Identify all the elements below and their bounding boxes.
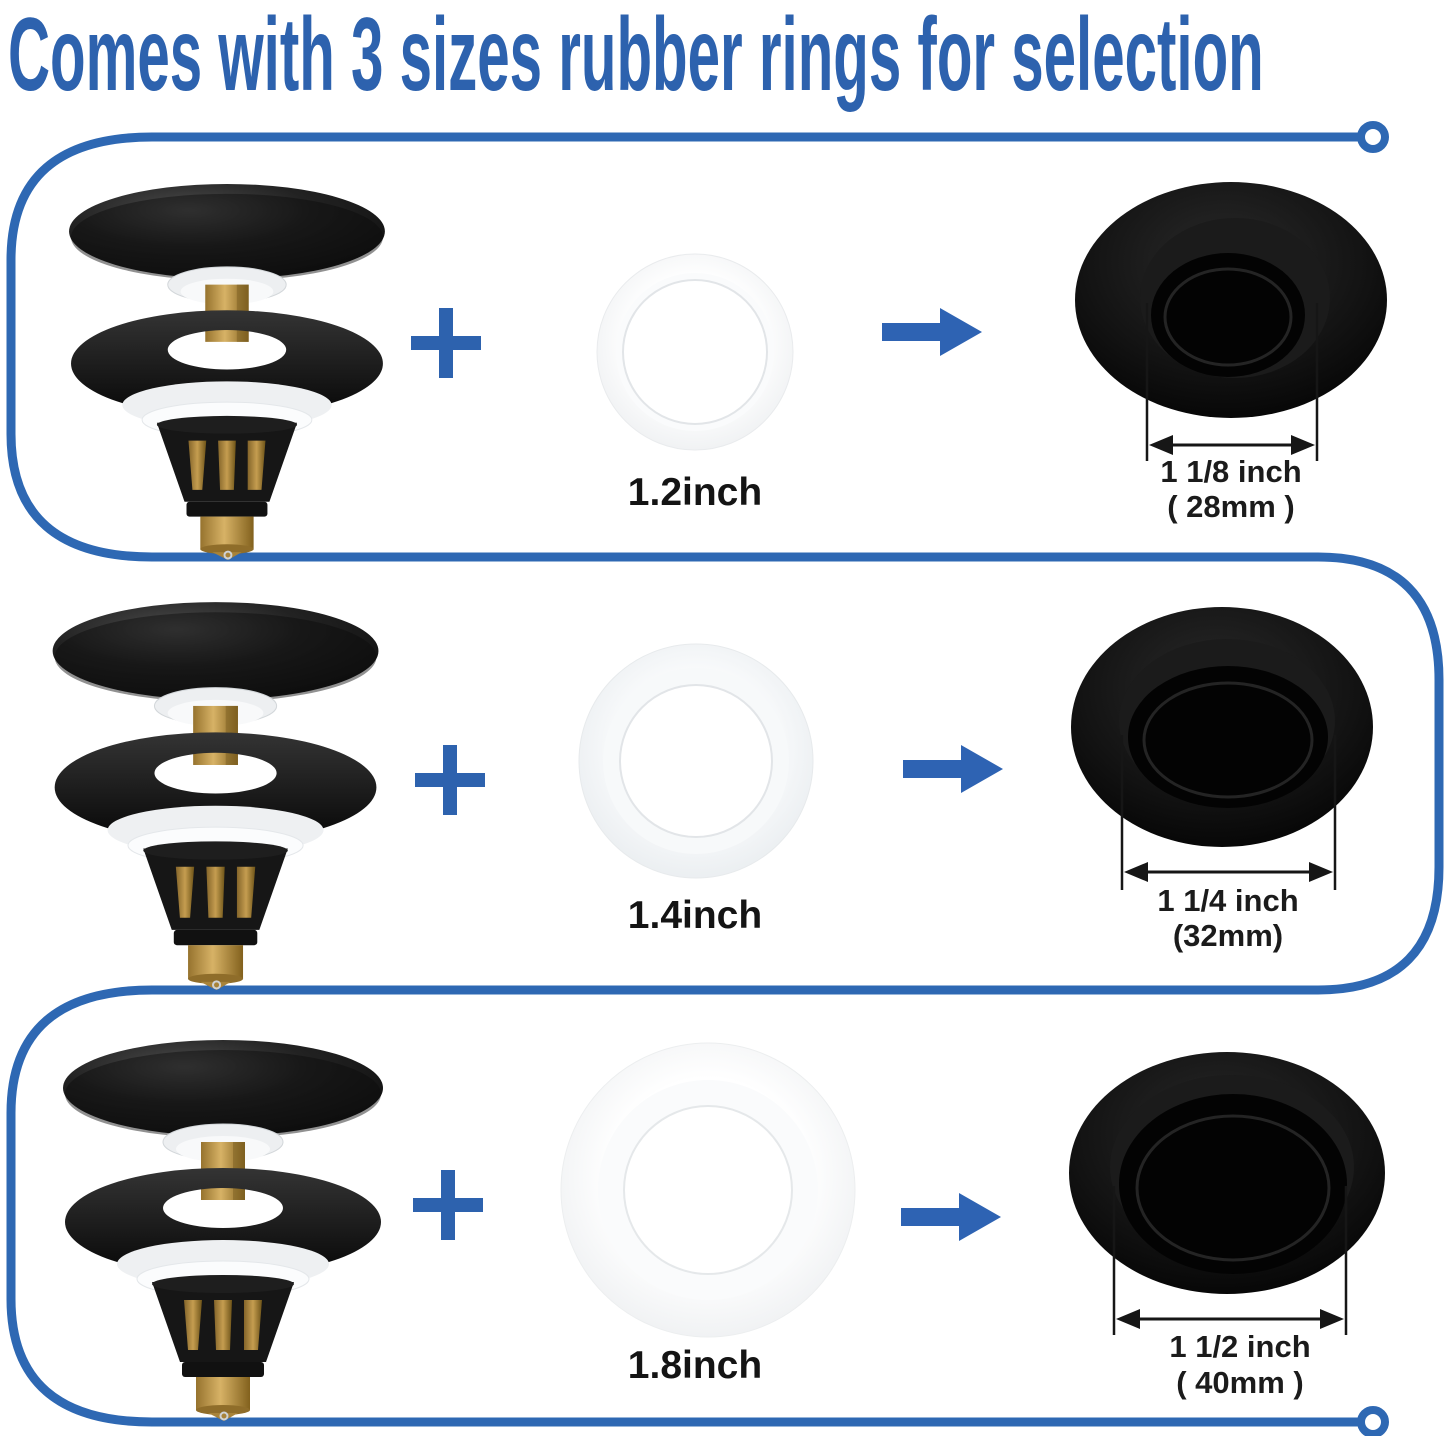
plus-icon [411, 308, 481, 378]
drain-hole-photo [1069, 1052, 1385, 1335]
arrow-right-icon [903, 745, 1003, 793]
ring-size-label: 1.8inch [627, 1344, 763, 1387]
dimension-lines [1112, 1186, 1348, 1335]
dimension-lines [1120, 735, 1337, 890]
drain-stopper-photo [48, 1036, 393, 1421]
ring-size-label: 1.2inch [627, 471, 763, 514]
plus-icon [413, 1170, 483, 1240]
rubber-ring-photo [560, 1042, 856, 1338]
drain-hole-photo [1071, 607, 1373, 890]
hole-size-mm: ( 28mm ) [1167, 489, 1295, 524]
line-end-dot-icon [1357, 1406, 1389, 1436]
line-end-dot-icon [1357, 121, 1389, 153]
drain-stopper-photo [52, 180, 397, 560]
hole-size-inch: 1 1/2 inch [1169, 1329, 1311, 1364]
hole-size-mm: (32mm) [1172, 918, 1284, 953]
rubber-ring-photo [596, 253, 794, 451]
hole-size-inch: 1 1/8 inch [1160, 454, 1302, 489]
dimension-lines [1145, 303, 1319, 461]
ring-size-label: 1.4inch [627, 894, 763, 937]
arrow-right-icon [901, 1193, 1001, 1241]
hole-size-inch: 1 1/4 inch [1157, 883, 1299, 918]
hole-size-mm: ( 40mm ) [1176, 1365, 1304, 1400]
plus-icon [415, 745, 485, 815]
drain-hole-photo [1075, 182, 1387, 461]
rubber-ring-photo [578, 643, 814, 879]
page-title: Comes with 3 sizes rubber rings for sele… [8, 0, 1264, 113]
drain-stopper-photo [33, 598, 393, 990]
arrow-right-icon [882, 308, 982, 356]
